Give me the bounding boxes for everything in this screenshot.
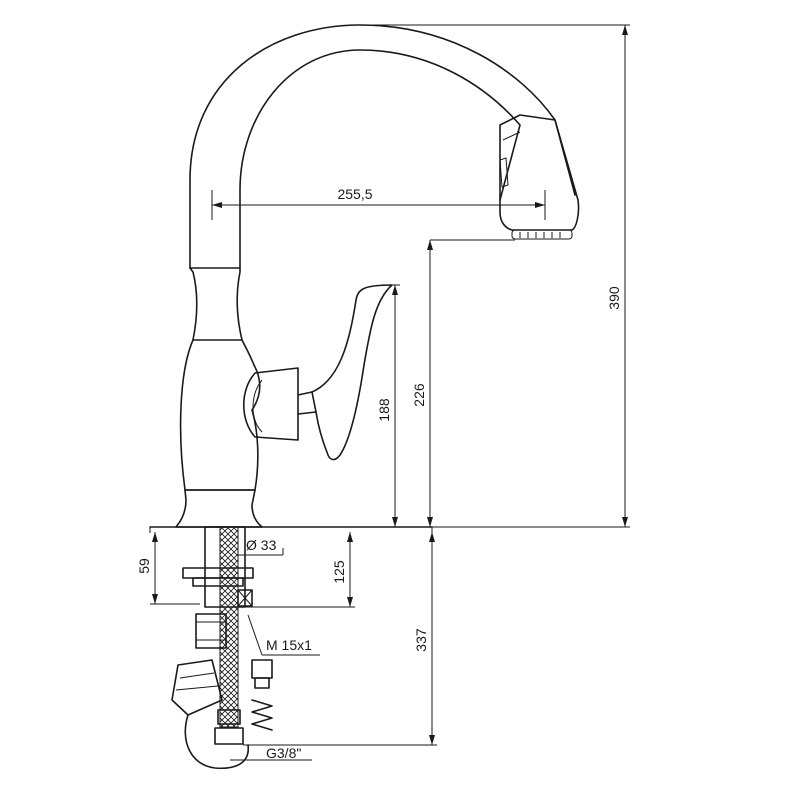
lower-connector-nut (214, 727, 244, 745)
hose-loop (184, 714, 249, 770)
dim-hose-length-label: 337 (413, 628, 429, 652)
spray-button (499, 157, 509, 188)
spray-nozzle (511, 229, 573, 240)
dim-reach-label: 255,5 (337, 186, 372, 202)
counterweight (171, 659, 223, 716)
lower-connector (217, 709, 241, 725)
spout-inner-contour (239, 49, 521, 269)
spray-head-seam (502, 131, 521, 141)
dim-nut-height-label: 59 (136, 558, 152, 574)
spout-outer-contour (189, 24, 576, 269)
supply-hose-spring (251, 699, 273, 731)
hose-coupling (195, 613, 227, 649)
nozzle-grid (519, 232, 561, 238)
side-nut-cross (237, 589, 253, 607)
lever-handle (311, 284, 393, 461)
fixing-washer (182, 567, 254, 579)
fixing-nut (192, 577, 244, 587)
side-nut (237, 589, 253, 607)
dim-total-height-label: 390 (606, 286, 622, 310)
faucet-body (175, 24, 580, 528)
upper-collar (189, 267, 243, 341)
lever-hub-inner (252, 379, 263, 433)
base-collar (175, 489, 263, 528)
supply-hose-fitting (254, 677, 270, 689)
under-counter-assembly (171, 526, 273, 770)
dim-connection-thread-label: G3/8" (266, 745, 301, 761)
braided-hose (219, 526, 239, 728)
spray-head (499, 114, 580, 231)
hose-coupling-line (196, 621, 226, 641)
main-body (179, 339, 261, 491)
dim-spout-height-label: 226 (411, 383, 427, 407)
supply-hose-nut (251, 659, 273, 679)
lever-hub (243, 367, 299, 441)
counterweight-detail (175, 672, 219, 691)
dim-shank-length-label: 125 (331, 560, 347, 584)
dim-hose-thread-label: M 15x1 (266, 637, 312, 653)
dimension-lines (150, 24, 630, 761)
dim-hole-diameter-label: Ø 33 (246, 537, 277, 553)
dim-lever-height-label: 188 (376, 398, 392, 422)
lever-stem (297, 391, 317, 415)
